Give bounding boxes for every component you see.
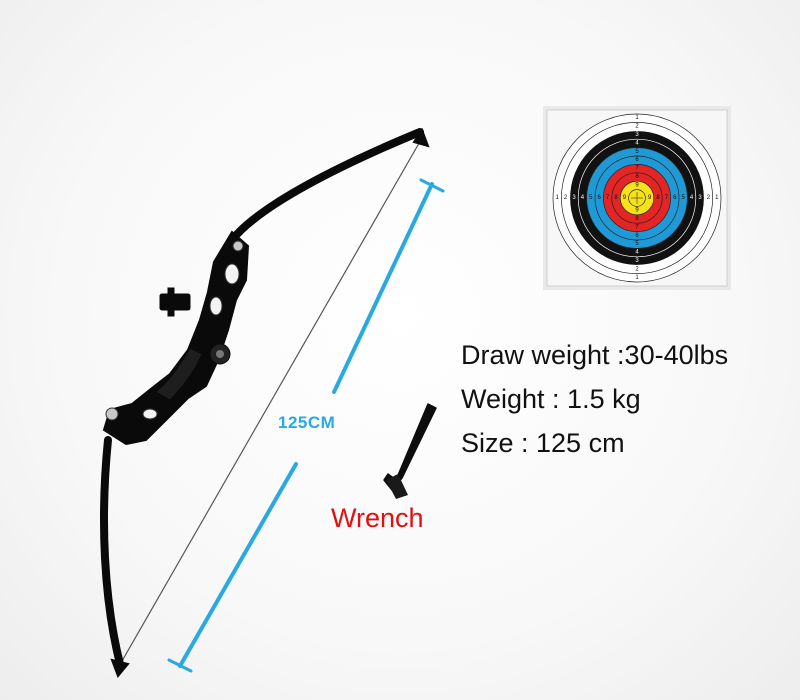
target-score-number: 5	[635, 241, 639, 247]
target-score-number: 1	[715, 195, 719, 201]
target-score-number: 9	[635, 182, 639, 188]
bow-string	[117, 137, 423, 669]
target-score-number: 6	[635, 157, 639, 163]
target-score-number: 1	[635, 115, 639, 121]
target-score-number: 6	[635, 233, 639, 239]
target-score-number: 3	[635, 258, 639, 264]
spec-list: Draw weight :30-40lbs Weight : 1.5 kg Si…	[461, 336, 791, 468]
dimension-label: 125CM	[278, 413, 336, 432]
dimension-arrow-icon	[167, 178, 445, 673]
spec-size: Size : 125 cm	[461, 428, 625, 458]
target-score-number: 3	[572, 195, 576, 201]
target-score-number: 7	[606, 195, 610, 201]
spec-draw-weight: Draw weight :30-40lbs	[461, 340, 729, 370]
target-score-number: 9	[623, 195, 627, 201]
spec-weight: Weight : 1.5 kg	[461, 384, 641, 414]
target-score-number: 8	[656, 195, 660, 201]
target-score-number: 8	[635, 174, 639, 180]
recurve-bow-icon	[100, 127, 430, 678]
target-score-number: 4	[581, 195, 585, 201]
target-score-number: 9	[648, 195, 652, 201]
target-score-number: 1	[635, 275, 639, 281]
target-score-number: 6	[673, 195, 677, 201]
hex-wrench-icon	[383, 403, 437, 499]
target-score-number: 7	[665, 195, 669, 201]
target-score-number: 4	[635, 250, 639, 256]
target-score-number: 7	[635, 166, 639, 172]
target-score-number: 2	[707, 195, 711, 201]
target-score-number: 9	[635, 208, 639, 214]
target-score-number: 5	[682, 195, 686, 201]
target-score-number: 3	[698, 195, 702, 201]
target-score-number: 8	[614, 195, 618, 201]
target-score-number: 3	[635, 132, 639, 138]
target-score-number: 2	[635, 124, 639, 130]
target-score-number: 4	[635, 140, 639, 146]
target-score-number: 2	[635, 266, 639, 272]
wrench-label: Wrench	[331, 503, 424, 533]
target-score-number: 6	[598, 195, 602, 201]
target-score-number: 5	[589, 195, 593, 201]
target-score-number: 2	[564, 195, 568, 201]
target-score-number: 8	[635, 216, 639, 222]
target-score-number: 7	[635, 224, 639, 230]
target-score-number: 1	[556, 195, 560, 201]
target-score-number: 5	[635, 149, 639, 155]
target-score-number: 4	[690, 195, 694, 201]
